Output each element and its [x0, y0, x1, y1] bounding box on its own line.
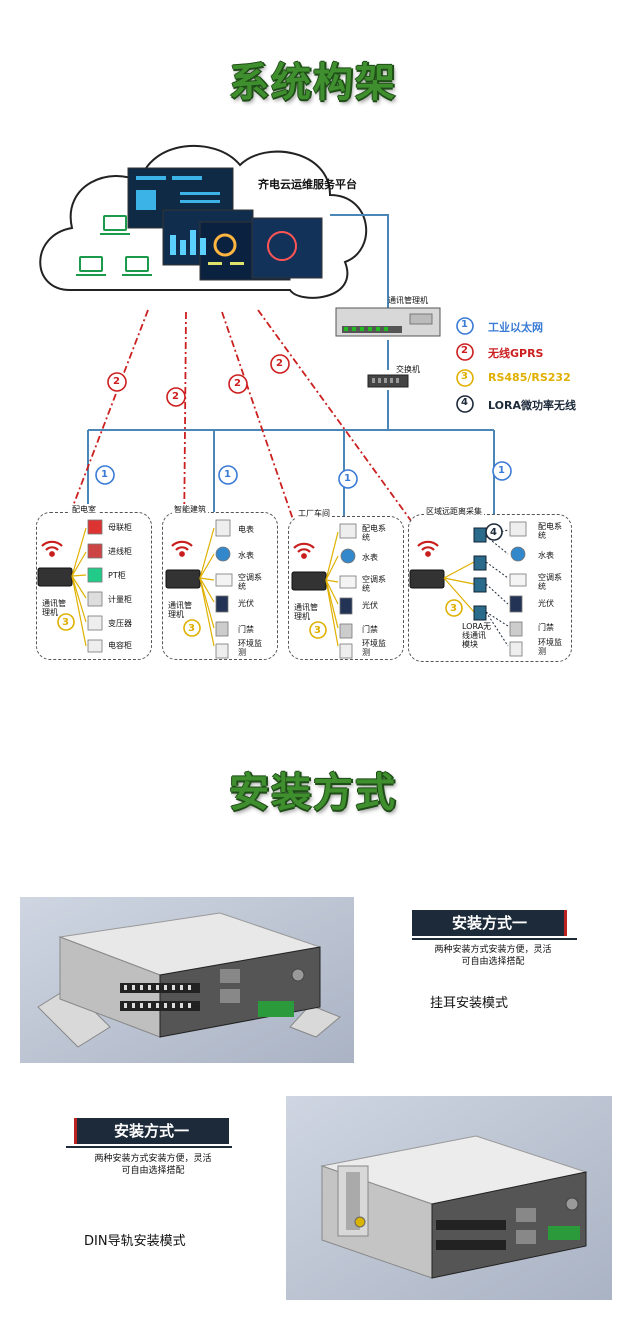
legend-num-3: 3: [461, 371, 468, 382]
zone3-item-3: 空调系统: [362, 575, 386, 593]
legend-label-ethernet: 工业以太网: [488, 321, 543, 334]
zone2-item-5: 门禁: [238, 625, 254, 634]
ethernet-marker-1: 1: [101, 469, 108, 480]
legend-num-4: 4: [461, 397, 468, 408]
install-mode-2: DIN导轨安装模式: [84, 1234, 186, 1249]
install-desc-2-line2: 可自由选择搭配: [121, 1166, 185, 1176]
zone3-item-6: 环境监测: [362, 639, 386, 657]
zone1-item-2: 进线柜: [108, 547, 132, 556]
ethernet-marker-3: 1: [344, 473, 351, 484]
zone1-item-6: 电容柜: [108, 641, 132, 650]
gateway-label-zone2: 通讯管理机: [168, 601, 192, 619]
lora-module-icon: [473, 527, 487, 621]
server-label: 通讯管理机: [388, 296, 428, 305]
server-rack-icon: [335, 307, 441, 337]
gprs-marker-1: 2: [113, 376, 120, 387]
zone4-item-4: 光伏: [538, 599, 554, 608]
gateway-label-zone1: 通讯管理机: [42, 599, 66, 617]
zone4-item-3: 空调系统: [538, 573, 562, 591]
legend-label-rs485: RS485/RS232: [488, 371, 571, 384]
gprs-marker-4: 2: [276, 358, 283, 369]
zone3-item-2: 水表: [362, 553, 378, 562]
device-photo-din-rail: [286, 1096, 612, 1300]
zone-title-remote-collection: 区域远距离采集: [424, 506, 484, 517]
zone2-item-1: 电表: [238, 525, 254, 534]
architecture-diagram: [39, 145, 495, 541]
install-desc-2: 两种安装方式安装方便，灵活 可自由选择搭配: [60, 1153, 246, 1177]
device-photo-ear-mount: [20, 897, 354, 1063]
zone1-item-1: 母联柜: [108, 523, 132, 532]
badge-accent-1: [564, 910, 567, 936]
install-desc-1-line1: 两种安装方式安装方便，灵活: [434, 945, 552, 955]
zone3-item-1: 配电系统: [362, 524, 386, 542]
install-mode-1: 挂耳安装模式: [430, 996, 509, 1011]
section-title-installation: 安装方式: [229, 770, 397, 816]
gprs-marker-3: 2: [234, 378, 241, 389]
gprs-marker-2: 2: [172, 391, 179, 402]
zone2-item-4: 光伏: [238, 599, 254, 608]
switch-label: 交换机: [396, 365, 420, 374]
zone3-item-5: 门禁: [362, 625, 378, 634]
platform-label: 齐电云运维服务平台: [258, 178, 357, 191]
install-badge-1: 安装方式一: [412, 910, 567, 936]
ethernet-marker-4: 1: [498, 465, 505, 476]
gateway-label-zone3: 通讯管理机: [294, 603, 318, 621]
zone4-item-5: 门禁: [538, 623, 554, 632]
legend-num-1: 1: [461, 319, 468, 330]
badge-underline-1: [412, 938, 577, 940]
rs485-marker-4: 3: [450, 603, 457, 614]
zone4-item-1: 配电系统: [538, 522, 562, 540]
gprs-markers: [95, 354, 512, 489]
zone4-item-6: 环境监测: [538, 638, 562, 656]
rs485-marker-3: 3: [314, 625, 321, 636]
badge-underline-2: [66, 1146, 232, 1148]
wifi-icon: [41, 540, 439, 559]
install-desc-2-line1: 两种安装方式安装方便，灵活: [94, 1154, 212, 1164]
zone-title-power-room: 配电室: [70, 504, 98, 515]
zone-title-smart-building: 智能建筑: [172, 504, 208, 515]
zone3-item-4: 光伏: [362, 601, 378, 610]
zone1-item-3: PT柜: [108, 571, 126, 580]
switch-icon: [367, 374, 409, 388]
rs485-marker-1: 3: [62, 617, 69, 628]
badge-accent-2: [74, 1118, 77, 1144]
zone-graphics: [37, 519, 527, 659]
zone2-item-6: 环境监测: [238, 639, 262, 657]
lora-marker: 4: [490, 527, 497, 538]
zone2-item-3: 空调系统: [238, 573, 262, 591]
install-desc-1-line2: 可自由选择搭配: [461, 957, 525, 967]
legend-label-gprs: 无线GPRS: [488, 347, 544, 360]
install-badge-2: 安装方式一: [74, 1118, 229, 1144]
dashboard-screen-icon: [127, 167, 323, 281]
zone2-item-2: 水表: [238, 551, 254, 560]
zone-title-factory: 工厂车间: [296, 508, 332, 519]
gateway-device-icon: [37, 567, 445, 591]
legend-markers: [456, 317, 474, 413]
laptop-icon: [76, 215, 152, 276]
lora-module-label: LORA无线通讯模块: [462, 622, 492, 649]
device-icon: [87, 519, 527, 659]
ethernet-marker-2: 1: [224, 469, 231, 480]
zone1-item-5: 变压器: [108, 619, 132, 628]
rs485-marker-2: 3: [188, 623, 195, 634]
zone1-item-4: 计量柜: [108, 595, 132, 604]
section-title-architecture: 系统构架: [229, 60, 397, 106]
install-desc-1: 两种安装方式安装方便，灵活 可自由选择搭配: [400, 944, 586, 968]
zone4-item-2: 水表: [538, 551, 554, 560]
legend-label-lora: LORA微功率无线: [488, 399, 576, 412]
legend-num-2: 2: [461, 345, 468, 356]
